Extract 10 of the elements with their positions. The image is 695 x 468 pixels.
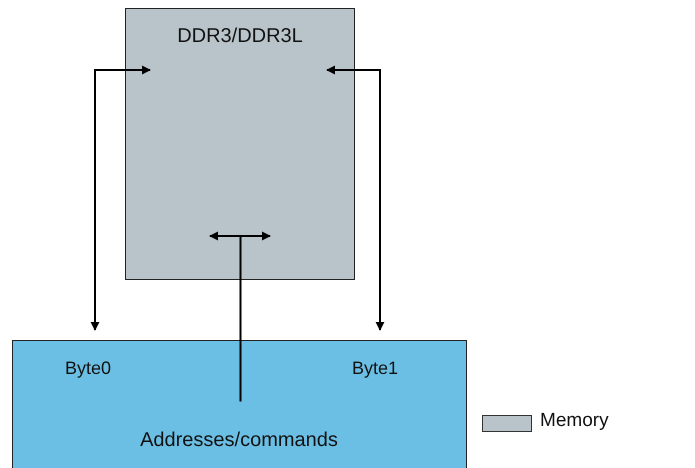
arrow	[326, 66, 384, 331]
arrow	[209, 232, 271, 402]
node-label: Addresses/commands	[140, 429, 338, 451]
box-title: DDR3/DDR3L	[176, 25, 304, 48]
legend-text: Memory	[540, 410, 609, 432]
processor-box	[12, 340, 467, 468]
byte-label: Byte0	[65, 358, 112, 379]
memory-box	[125, 8, 355, 280]
arrow	[90, 66, 151, 331]
byte-label: Byte1	[352, 358, 398, 379]
